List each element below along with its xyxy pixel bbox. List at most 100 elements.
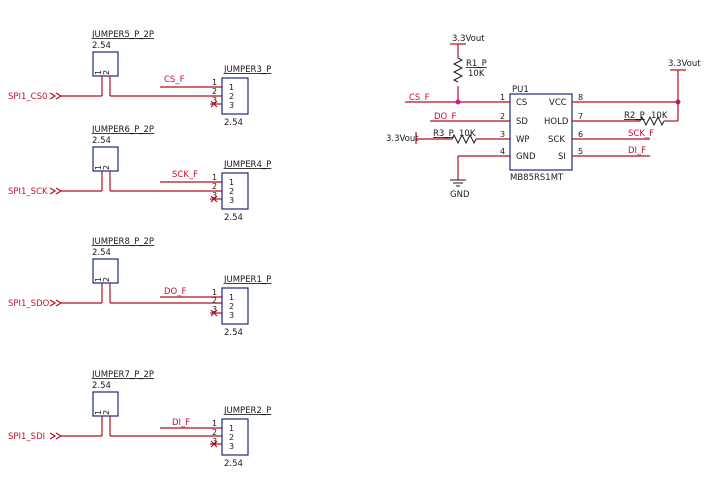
svg-text:4: 4	[500, 147, 505, 156]
net-label: DO_F	[164, 287, 186, 297]
svg-text:1: 1	[229, 424, 234, 433]
svg-text:1: 1	[229, 293, 234, 302]
svg-text:2: 2	[229, 92, 234, 101]
net-label: CS_F	[164, 75, 185, 85]
svg-text:3: 3	[500, 130, 505, 139]
svg-text:1: 1	[94, 165, 103, 170]
svg-text:2: 2	[102, 165, 111, 170]
jumper-3p-ref: JUMPER3_P	[223, 65, 271, 75]
svg-text:2: 2	[229, 302, 234, 311]
cs-net-label: CS_F	[409, 93, 430, 103]
pin-wp: WP	[516, 135, 530, 145]
r3-ref: R3_P	[433, 129, 454, 139]
svg-text:1: 1	[94, 410, 103, 415]
jumper-3p-pitch: 2.54	[224, 459, 243, 469]
r1-value: 10K	[468, 69, 485, 79]
svg-text:2: 2	[212, 296, 217, 305]
resistor-r3	[451, 133, 477, 145]
no-connect-mark	[210, 100, 218, 108]
svg-text:1: 1	[229, 83, 234, 92]
pin-si: SI	[558, 152, 566, 162]
jumper-2p-pitch: 2.54	[92, 41, 111, 51]
port-label: SPI1_CS0	[8, 92, 47, 102]
jumper-group-sdo: JUMPER8_P_2P 2.54 1 2 SPI1_SDO DO_F 1 2 …	[8, 237, 271, 338]
svg-text:1: 1	[229, 178, 234, 187]
r2-ref: R2_P	[624, 111, 645, 121]
svg-text:2: 2	[212, 182, 217, 191]
resistor-r2	[639, 115, 665, 127]
svg-text:1: 1	[94, 277, 103, 282]
ic-body	[509, 93, 573, 171]
net-label: SCK_F	[172, 170, 198, 180]
svg-text:2: 2	[229, 433, 234, 442]
svg-text:3: 3	[229, 311, 234, 320]
r3-value: 10K	[459, 129, 476, 139]
jumper-2p-pitch: 2.54	[92, 381, 111, 391]
no-connect-mark	[210, 195, 218, 203]
jumper-2p-ref: JUMPER6_P_2P	[91, 125, 154, 135]
power-label-right: 3.3Vout	[668, 59, 701, 69]
ic-part: MB85RS1MT	[510, 173, 564, 183]
jumper-2p-body	[92, 51, 119, 77]
memory-ic-section: 3.3Vout R1_P 10K CS_F DO_F 3.3Vout R3_P …	[386, 34, 701, 200]
sck-net-label: SCK_F	[628, 129, 654, 139]
jumper-3p-ref: JUMPER1_P	[223, 275, 271, 285]
jumper-2p-ref: JUMPER8_P_2P	[91, 237, 154, 247]
svg-text:5: 5	[578, 147, 583, 156]
r2-value: 10K	[651, 111, 668, 121]
r1-ref: R1_P	[466, 59, 487, 69]
jumper-3p-pitch: 2.54	[224, 213, 243, 223]
port-arrow	[49, 432, 63, 440]
jumper-3p-body	[221, 418, 249, 456]
pin-gnd: GND	[516, 152, 536, 162]
pin-hold: HOLD	[544, 117, 569, 127]
port-arrow	[49, 92, 63, 100]
svg-text:3: 3	[212, 96, 217, 105]
jumper-2p-ref: JUMPER7_P_2P	[91, 370, 154, 380]
pin-cs: CS	[516, 98, 527, 108]
no-connect-mark	[210, 440, 218, 448]
svg-text:3: 3	[212, 437, 217, 446]
port-arrow	[49, 187, 63, 195]
jumper-2p-body	[92, 258, 119, 284]
svg-text:2: 2	[212, 87, 217, 96]
jumper-3p-ref: JUMPER4_P	[223, 160, 271, 170]
svg-text:2: 2	[229, 187, 234, 196]
power-label-top: 3.3Vout	[452, 34, 485, 44]
svg-text:2: 2	[102, 70, 111, 75]
jumper-3p-pitch: 2.54	[224, 118, 243, 128]
svg-text:3: 3	[229, 196, 234, 205]
do-net-label: DO_F	[434, 112, 456, 122]
svg-text:2: 2	[102, 410, 111, 415]
svg-text:3: 3	[212, 191, 217, 200]
jumper-3p-body	[221, 77, 249, 115]
jumper-group-cs: JUMPER5_P_2P 2.54 1 2 SPI1_CS0 CS_F 1 2 …	[8, 30, 271, 128]
svg-text:2: 2	[500, 112, 505, 121]
port-label: SPI1_SCK	[8, 187, 48, 197]
port-arrow	[49, 299, 63, 307]
svg-text:3: 3	[212, 305, 217, 314]
port-label: SPI1_SDI	[8, 432, 45, 442]
jumper-group-sdi: JUMPER7_P_2P 2.54 1 2 SPI1_SDI DI_F 1 2 …	[8, 370, 271, 469]
port-label: SPI1_SDO	[8, 299, 50, 309]
junction-dot	[455, 99, 461, 105]
jumper-3p-ref: JUMPER2_P	[223, 406, 271, 416]
svg-text:1: 1	[94, 70, 103, 75]
power-label-wp: 3.3Vout	[386, 134, 419, 144]
svg-text:2: 2	[212, 428, 217, 437]
jumper-group-sck: JUMPER6_P_2P 2.54 1 2 SPI1_SCK SCK_F 1 2…	[8, 125, 271, 223]
svg-text:8: 8	[578, 93, 583, 102]
jumper-2p-pitch: 2.54	[92, 136, 111, 146]
svg-text:6: 6	[578, 130, 583, 139]
pin-sck: SCK	[548, 135, 565, 145]
jumper-3p-body	[221, 287, 249, 325]
jumper-3p-body	[221, 172, 249, 210]
jumper-2p-body	[92, 146, 119, 172]
svg-text:3: 3	[229, 101, 234, 110]
svg-text:7: 7	[578, 112, 583, 121]
jumper-2p-body	[92, 391, 119, 417]
gnd-label: GND	[450, 190, 470, 200]
svg-text:1: 1	[212, 419, 217, 428]
no-connect-mark	[210, 309, 218, 317]
